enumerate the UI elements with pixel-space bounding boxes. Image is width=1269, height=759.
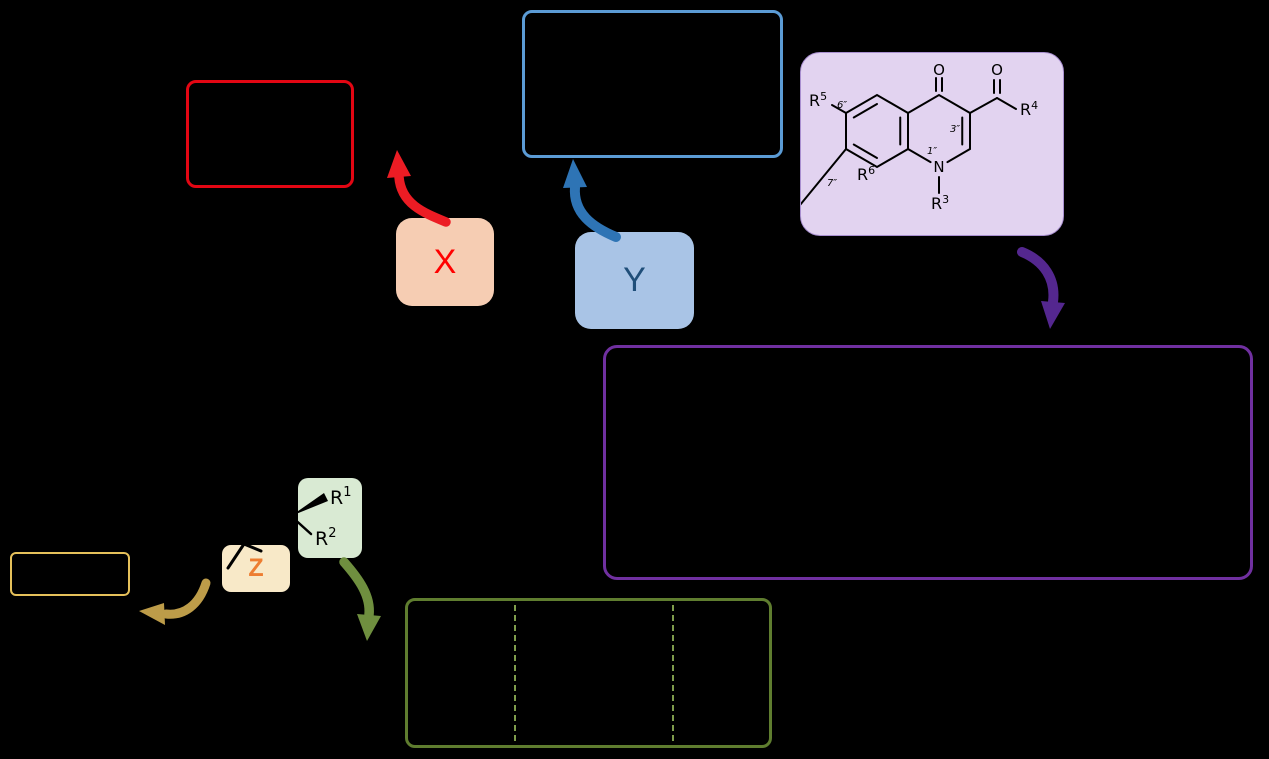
tan-arrow (139, 578, 211, 625)
position-7-label: 7″ (827, 178, 837, 189)
benzene-ring-bond (845, 93, 909, 169)
quinolone-labels: O O N R5 R6 R3 R4 6″ 7″ 1″ 3″ (809, 61, 1038, 213)
y-label: Y (623, 261, 646, 299)
tan-arrow-shaft (161, 578, 211, 619)
quinolone-inset-box: O O N R5 R6 R3 R4 6″ 7″ 1″ 3″ (800, 52, 1064, 236)
blue-arrow-shaft (569, 182, 621, 242)
dashed-divider-right (672, 605, 674, 741)
quinolone-bonds (801, 77, 1017, 206)
position-1-label: 1″ (927, 146, 937, 157)
purple-arrow (1017, 247, 1065, 329)
purple-arrow-shaft (1017, 247, 1059, 307)
dashed-divider-left (514, 605, 516, 741)
purple-highlight-box (603, 345, 1253, 580)
pyridinone-ring-bond (907, 93, 971, 150)
position-3-label: 3″ (950, 124, 960, 135)
ring-nitrogen-label: N (933, 158, 944, 176)
aromatic-inner-bond-2 (852, 143, 878, 159)
purple-arrow-head (1041, 301, 1065, 329)
green-arrow-shaft (339, 557, 374, 620)
yellow-highlight-box (10, 552, 130, 596)
blue-arrow-head (563, 159, 587, 188)
r5-label: R5 (809, 90, 827, 110)
r4-label: R4 (1020, 99, 1038, 119)
r5-bond (831, 104, 847, 114)
ketone-oxygen-label: O (933, 61, 945, 79)
r6-label: R6 (857, 164, 875, 184)
scaffold-exit-bond (801, 148, 847, 206)
quinolone-structure: O O N R5 R6 R3 R4 6″ 7″ 1″ 3″ (801, 61, 1038, 213)
carbonyl-oxygen-label: O (991, 61, 1003, 79)
blue-arrow (563, 159, 621, 242)
carbonyl-r4-bond (996, 97, 1017, 110)
red-arrow-shaft (394, 172, 451, 227)
y-substituent-chip: Y (575, 232, 694, 329)
red-arrow (387, 150, 451, 227)
z-substituent-chip: Z (222, 545, 290, 592)
red-arrow-head (387, 150, 411, 178)
z-label: Z (248, 554, 264, 582)
red-highlight-box (186, 80, 354, 188)
green-dashed-box (405, 598, 772, 748)
c2-n-bond (946, 148, 971, 164)
r1-r2-fragment-chip (298, 478, 362, 558)
c3-carbonyl-bond (969, 97, 998, 114)
x-substituent-chip: X (396, 218, 494, 306)
blue-highlight-box (522, 10, 783, 158)
position-6-label: 6″ (837, 100, 847, 111)
green-arrow-head (357, 614, 381, 641)
c8a-n-bond (907, 148, 932, 164)
r3-label: R3 (931, 193, 949, 213)
aromatic-inner-bond-1 (852, 103, 878, 119)
x-label: X (433, 242, 457, 281)
green-arrow (339, 557, 381, 641)
tan-arrow-head (139, 603, 165, 625)
